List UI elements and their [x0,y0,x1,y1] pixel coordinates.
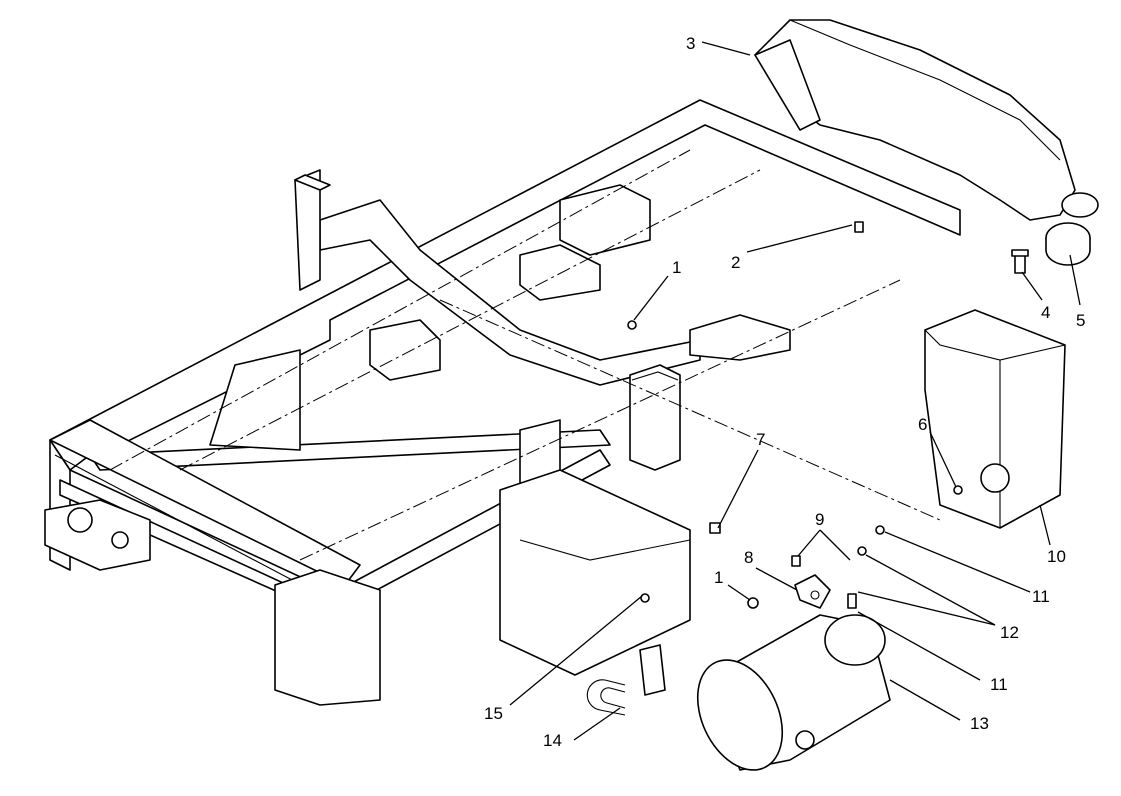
callout-11-upper: 11 [1032,587,1050,606]
exhaust-elbow [794,574,831,609]
main-frame [44,99,961,706]
callout-7: 7 [756,430,765,449]
end-cap [1045,222,1091,266]
callout-13: 13 [970,714,989,733]
callout-3: 3 [686,34,695,53]
callout-8: 8 [744,548,753,567]
callout-1-lower: 1 [714,568,723,587]
callout-11-lower: 11 [990,675,1008,694]
callout-9: 9 [815,510,824,529]
callout-12: 12 [1000,623,1019,642]
bolt [1011,249,1029,274]
callout-2: 2 [731,253,740,272]
callout-6: 6 [918,415,927,434]
callout-5: 5 [1076,311,1085,330]
mount-bracket [499,469,691,676]
top-shroud [754,19,1099,221]
leader-lines [509,41,1081,741]
guard-screw [953,485,963,495]
muffler-guard [924,309,1066,529]
muffler [696,614,891,771]
callout-1-upper: 1 [672,258,681,277]
small-hardware [627,221,885,696]
callout-4: 4 [1041,303,1050,322]
callout-15: 15 [484,704,503,723]
callout-labels: 1 1 2 3 4 5 6 7 8 9 10 11 11 12 13 14 15 [484,34,1085,750]
callout-14: 14 [543,731,562,750]
u-bolt [586,679,626,716]
callout-10: 10 [1047,547,1066,566]
